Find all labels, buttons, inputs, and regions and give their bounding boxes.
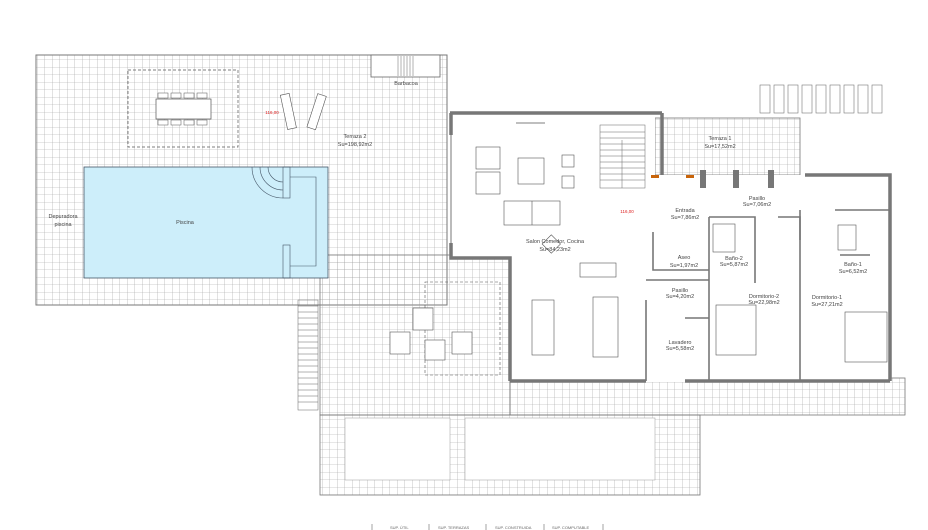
terraza-2-label: Terraza 2 xyxy=(344,134,367,140)
svg-text:SUP. CONSTRUIDA: SUP. CONSTRUIDA xyxy=(495,525,532,530)
svg-text:Su=22,98m2: Su=22,98m2 xyxy=(748,300,779,306)
barbacoa-label: Barbacoa xyxy=(394,81,418,87)
terraza-1-area: Su=17,52m2 xyxy=(704,144,735,150)
piscina-label: Piscina xyxy=(176,220,195,226)
svg-text:Su=7,06m2: Su=7,06m2 xyxy=(743,202,771,208)
garden-steps xyxy=(297,299,319,411)
room-dormitorio-2: Dormitorio-2Su=22,98m2 xyxy=(748,294,779,306)
svg-text:Su=1,97m2: Su=1,97m2 xyxy=(670,263,698,269)
house xyxy=(449,111,892,383)
door-threshold xyxy=(651,175,659,178)
room-dormitorio-1: Dormitorio-1Su=27,21m2 xyxy=(811,295,842,308)
svg-text:Su=5,58m2: Su=5,58m2 xyxy=(666,346,694,352)
svg-text:Baño-1: Baño-1 xyxy=(844,262,862,268)
svg-text:Dormitorio-2: Dormitorio-2 xyxy=(749,294,779,300)
svg-text:SUP. ÚTIL: SUP. ÚTIL xyxy=(390,525,409,530)
beds xyxy=(712,223,888,363)
level-mark-2: 116,00 xyxy=(620,209,634,214)
svg-text:Dormitorio-1: Dormitorio-1 xyxy=(812,295,842,301)
sun-loungers xyxy=(279,92,327,131)
svg-text:Baño-2: Baño-2 xyxy=(725,256,743,262)
outdoor-dining-area xyxy=(127,69,239,148)
terraza-1-label: Terraza 1 xyxy=(709,136,732,142)
svg-text:Su=7,86m2: Su=7,86m2 xyxy=(671,215,699,221)
svg-text:SUP. COMPUTABLE: SUP. COMPUTABLE xyxy=(552,525,590,530)
svg-text:Su=4,20m2: Su=4,20m2 xyxy=(666,294,694,300)
svg-text:SUP. TERRAZAS: SUP. TERRAZAS xyxy=(438,525,470,530)
terrace-2-paving xyxy=(35,54,906,496)
svg-text:Su=5,87m2: Su=5,87m2 xyxy=(720,262,748,268)
room-bano-1: Baño-1Su=6,52m2 xyxy=(839,262,867,275)
depuradora-label: Depuradora xyxy=(48,214,78,220)
svg-text:Pasillo: Pasillo xyxy=(749,196,765,202)
svg-text:Salon Comedor, Cocina: Salon Comedor, Cocina xyxy=(526,239,585,245)
svg-text:Su=27,21m2: Su=27,21m2 xyxy=(811,302,842,308)
terrace-1-loungers xyxy=(759,84,883,114)
svg-text:Pasillo: Pasillo xyxy=(672,288,688,294)
terraza-2-area: Su=198,92m2 xyxy=(338,142,372,148)
svg-text:Entrada: Entrada xyxy=(675,208,695,214)
swimming-pool xyxy=(83,166,329,279)
svg-text:Aseo: Aseo xyxy=(678,255,691,261)
svg-text:Su=6,52m2: Su=6,52m2 xyxy=(839,269,867,275)
depuradora-label-2: piscina xyxy=(54,222,72,228)
svg-text:Su=84,23m2: Su=84,23m2 xyxy=(539,247,570,253)
room-bano-2: Baño-2Su=5,87m2 xyxy=(720,256,748,268)
living-furniture xyxy=(475,146,619,358)
svg-text:Lavadero: Lavadero xyxy=(669,340,692,346)
barbecue xyxy=(370,54,441,78)
level-mark: 116,00 xyxy=(265,110,279,115)
staircase xyxy=(599,124,646,189)
area-legend: SUP. ÚTIL SUP. TERRAZAS SUP. CONSTRUIDA … xyxy=(371,524,604,530)
outdoor-lounge xyxy=(389,281,501,376)
